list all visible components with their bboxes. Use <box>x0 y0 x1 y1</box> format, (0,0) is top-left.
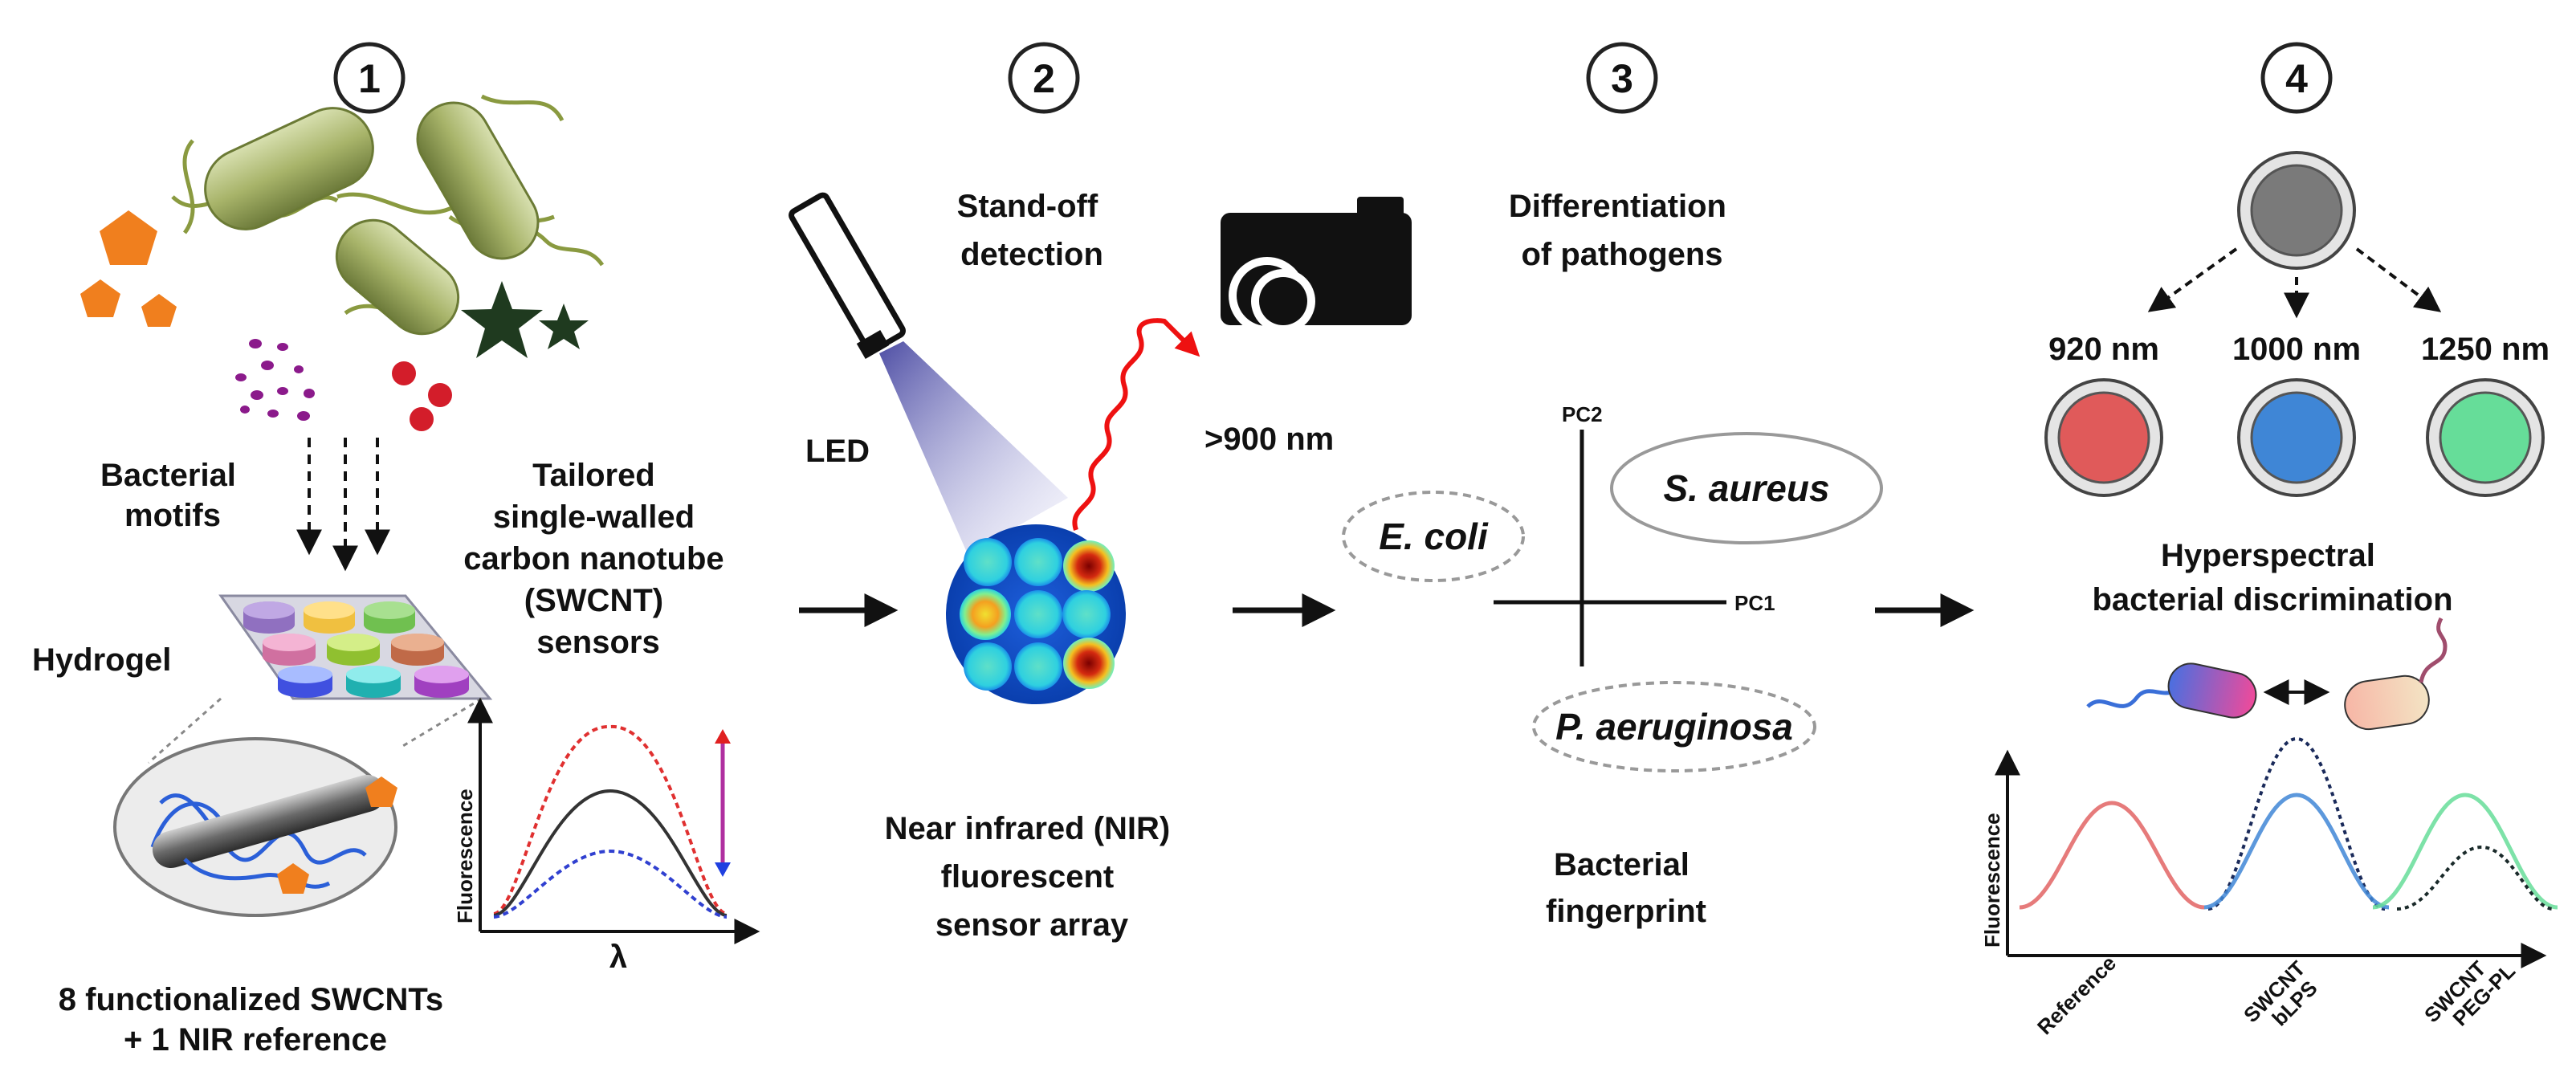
spectra-ylabel: Fluorescence <box>453 789 477 923</box>
svg-text:1: 1 <box>358 56 381 101</box>
star-motifs <box>461 281 589 358</box>
hyperspectral-title: Hyperspectral bacterial discrimination <box>2092 538 2452 617</box>
blps-peak-dashed <box>2207 736 2386 911</box>
sensor-array-caption: Near infrared (NIR) fluorescent sensor a… <box>885 811 1180 943</box>
svg-text:4: 4 <box>2285 56 2308 101</box>
hyperspectral-ylabel: Fluorescence <box>1980 813 2004 948</box>
paeruginosa-cluster <box>1532 681 1816 772</box>
filter-1250-label: 1250 nm <box>2421 332 2550 367</box>
camera-icon <box>1221 197 1412 334</box>
pc1-label: PC1 <box>1734 591 1775 615</box>
svg-text:2: 2 <box>1033 56 1055 101</box>
filter-1000-label: 1000 nm <box>2232 332 2361 367</box>
spectra-plot: Fluorescence λ <box>453 697 760 975</box>
panel-4: 4 920 nm 1000 nm 1250 nm <box>1980 42 2558 1044</box>
pc2-label: PC2 <box>1562 402 1603 426</box>
zoom-lines <box>148 697 483 764</box>
nir-sensor-array <box>946 524 1126 704</box>
filter-920-circle <box>2044 378 2163 497</box>
bacteria-comparison <box>2086 617 2448 731</box>
motif-down-arrows <box>296 438 390 572</box>
differentiation-title: Differentiation of pathogens <box>1509 189 1735 272</box>
sensors-label: Tailored single-walled carbon nanotube (… <box>463 458 733 660</box>
fingerprint-caption: Bacterial fingerprint <box>1546 847 1706 929</box>
xlabel-swcnt-blps: SWCNT bLPS <box>2239 952 2330 1044</box>
panel-1: 1 <box>32 42 760 1058</box>
wavelength-label: >900 nm <box>1204 422 1334 457</box>
ecoli-label: E. coli <box>1379 516 1489 557</box>
filter-920-label: 920 nm <box>2048 332 2159 367</box>
step-4-badge: 4 <box>2260 42 2333 114</box>
pentagon-motifs <box>80 210 177 327</box>
saureus-label: S. aureus <box>1663 467 1829 509</box>
reference-peak <box>2019 801 2205 910</box>
hydrogel-plate <box>218 594 493 700</box>
red-dot-motifs <box>392 361 452 431</box>
xlabel-reference: Reference <box>2032 951 2121 1039</box>
step-2-badge: 2 <box>1008 42 1080 114</box>
filter-split-arrows <box>2147 247 2442 319</box>
panel-2: 2 Stand-off detection LED >900 nm <box>789 42 1412 943</box>
ecoli-cluster <box>1342 491 1525 582</box>
saureus-cluster <box>1610 432 1883 544</box>
spectrum-high <box>493 724 728 915</box>
nir-emission-arrow <box>1072 318 1200 531</box>
led-label: LED <box>805 434 870 469</box>
filter-labels: 920 nm 1000 nm 1250 nm <box>2048 332 2550 367</box>
bacterial-motifs-label: Bacterial motifs <box>100 458 245 533</box>
bacteria-illustration <box>171 94 605 336</box>
hydrogel-wells <box>243 601 469 698</box>
spectra-xlabel: λ <box>609 939 627 975</box>
step-3-badge: 3 <box>1586 42 1658 114</box>
hyperspectral-plot: Fluorescence Reference SWCNT bLPS SWCNT … <box>1980 736 2558 1044</box>
step-1-badge: 1 <box>333 42 406 114</box>
led-beam <box>879 341 1068 554</box>
hydrogel-label: Hydrogel <box>32 642 171 678</box>
swcnt-zoom <box>113 737 397 917</box>
pegpl-peak <box>2372 793 2558 910</box>
filter-1250-circle <box>2426 378 2545 497</box>
spectrum-low <box>493 849 728 919</box>
standoff-title: Stand-off detection <box>957 189 1107 272</box>
svg-text:3: 3 <box>1611 56 1633 101</box>
combined-signal-circle <box>2237 151 2356 270</box>
blps-peak <box>2203 793 2390 910</box>
purple-dot-motifs <box>235 339 315 421</box>
led-icon <box>789 192 906 360</box>
xlabel-swcnt-pegpl: SWCNT PEG-PL <box>2419 943 2520 1043</box>
pca-plot: PC1 PC2 E. coli S. aureus P. aeruginosa <box>1342 402 1883 772</box>
panel-3: 3 Differentiation of pathogens PC1 PC2 E… <box>1342 42 1883 929</box>
spectrum-base <box>493 789 728 917</box>
paeruginosa-label: P. aeruginosa <box>1555 706 1793 748</box>
filter-1000-circle <box>2237 378 2356 497</box>
filter-circles <box>2044 378 2545 497</box>
panel1-footer: 8 functionalized SWCNTs + 1 NIR referenc… <box>59 982 452 1058</box>
pegpl-peak-dashed <box>2396 845 2554 911</box>
